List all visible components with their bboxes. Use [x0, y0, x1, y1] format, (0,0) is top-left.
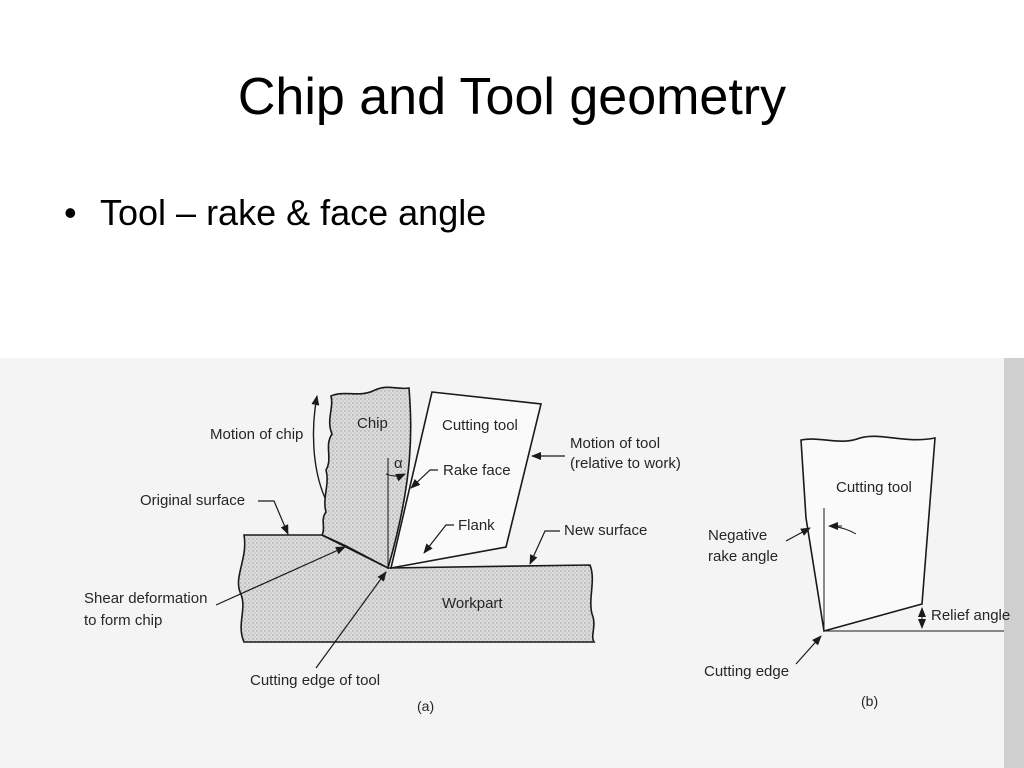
shear-plane-line	[321, 534, 389, 569]
page-edge-shadow	[1004, 358, 1024, 768]
label-relief-angle: Relief angle	[931, 607, 1010, 624]
label-cutting-edge-of-tool: Cutting edge of tool	[250, 672, 380, 689]
cutting-tool-b	[800, 435, 936, 633]
label-flank: Flank	[458, 517, 495, 534]
slide-title: Chip and Tool geometry	[237, 68, 787, 126]
motion-of-chip-arrow	[311, 395, 326, 499]
bullet-dot: •	[64, 192, 77, 233]
label-motion-of-tool-2: (relative to work)	[570, 455, 681, 472]
label-chip: Chip	[357, 415, 388, 432]
leader-original-surface	[258, 500, 289, 535]
leader-flank	[423, 524, 454, 554]
leader-shear	[215, 546, 346, 606]
bullet-item: • Tool – rake & face angle	[64, 188, 486, 238]
caption-a: (a)	[417, 698, 434, 714]
leader-negative-rake	[785, 527, 811, 542]
leader-new-surface	[529, 530, 560, 565]
label-shear-1: Shear deformation	[84, 590, 207, 607]
label-negative-2: rake angle	[708, 548, 778, 565]
label-workpart: Workpart	[442, 595, 503, 612]
alpha-arc	[385, 473, 406, 482]
caption-b: (b)	[861, 693, 878, 709]
leader-rake-face	[410, 469, 438, 489]
workpart-shape	[237, 534, 596, 643]
label-negative-1: Negative	[708, 527, 767, 544]
cutting-geometry-figure: Chip Cutting tool Motion of chip α Rake …	[0, 358, 1024, 768]
label-shear-2: to form chip	[84, 612, 162, 629]
label-original-surface: Original surface	[140, 492, 245, 509]
label-rake-face: Rake face	[443, 462, 511, 479]
label-cutting-tool-b: Cutting tool	[836, 479, 912, 496]
bullet-text: Tool – rake & face angle	[100, 192, 487, 233]
figure-svg: Chip Cutting tool Motion of chip α Rake …	[0, 358, 1024, 768]
label-motion-of-chip: Motion of chip	[210, 426, 303, 443]
leader-cutting-edge	[315, 571, 387, 669]
label-cutting-tool-a: Cutting tool	[442, 417, 518, 434]
label-cutting-edge-b: Cutting edge	[704, 663, 789, 680]
label-motion-of-tool-1: Motion of tool	[570, 435, 660, 452]
label-new-surface: New surface	[564, 522, 647, 539]
leader-cutting-edge-b	[795, 635, 822, 665]
label-alpha: α	[394, 455, 403, 472]
cutting-tool-a	[389, 391, 542, 570]
